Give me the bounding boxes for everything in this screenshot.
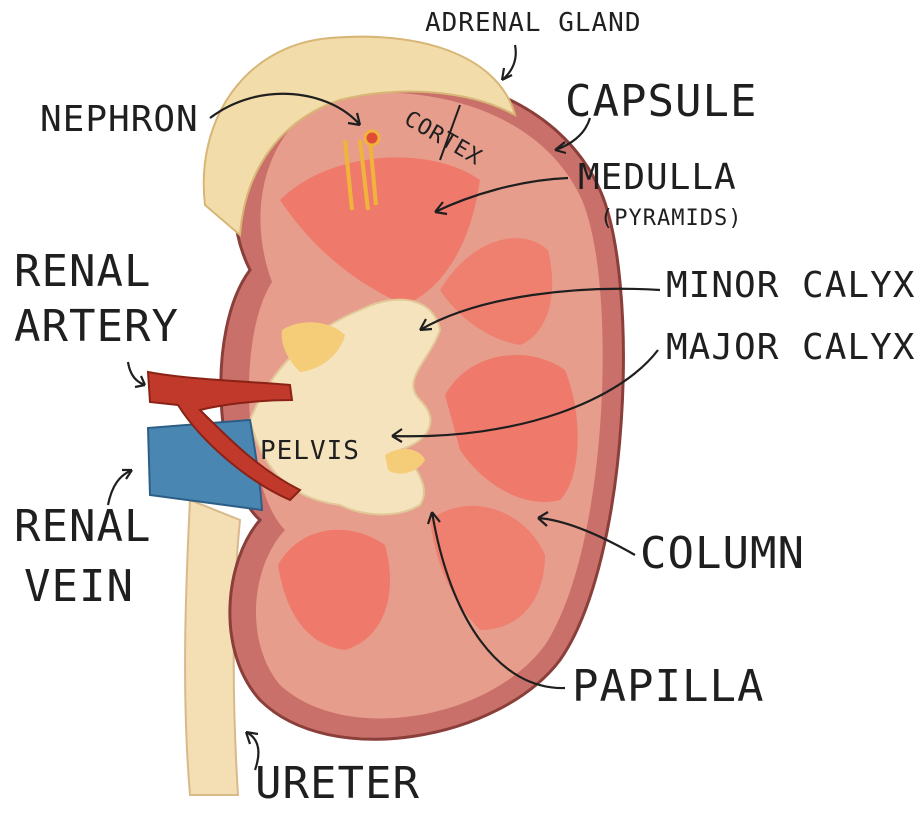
nephron-glomerulus <box>365 131 379 145</box>
label-pyramids: (PYRAMIDS) <box>600 208 742 230</box>
arrow-renal-artery <box>128 362 145 387</box>
label-renal-artery-2: ARTERY <box>14 305 179 349</box>
label-renal-artery-1: RENAL <box>14 250 151 294</box>
label-medulla: MEDULLA <box>578 160 737 196</box>
label-nephron: NEPHRON <box>40 102 199 138</box>
label-ureter: URETER <box>255 762 420 806</box>
label-adrenal-gland: ADRENAL GLAND <box>425 10 642 36</box>
label-column: COLUMN <box>640 532 805 576</box>
label-minor-calyx: MINOR CALYX <box>666 268 915 304</box>
label-papilla: PAPILLA <box>572 665 764 709</box>
label-renal-vein-2: VEIN <box>24 565 134 609</box>
label-major-calyx: MAJOR CALYX <box>666 330 915 366</box>
label-renal-vein-1: RENAL <box>14 505 151 549</box>
label-capsule: CAPSULE <box>565 80 757 124</box>
arrow-renal-vein <box>108 470 132 505</box>
label-pelvis: PELVIS <box>260 438 360 464</box>
arrow-adrenal <box>502 45 516 80</box>
ureter <box>185 500 240 795</box>
